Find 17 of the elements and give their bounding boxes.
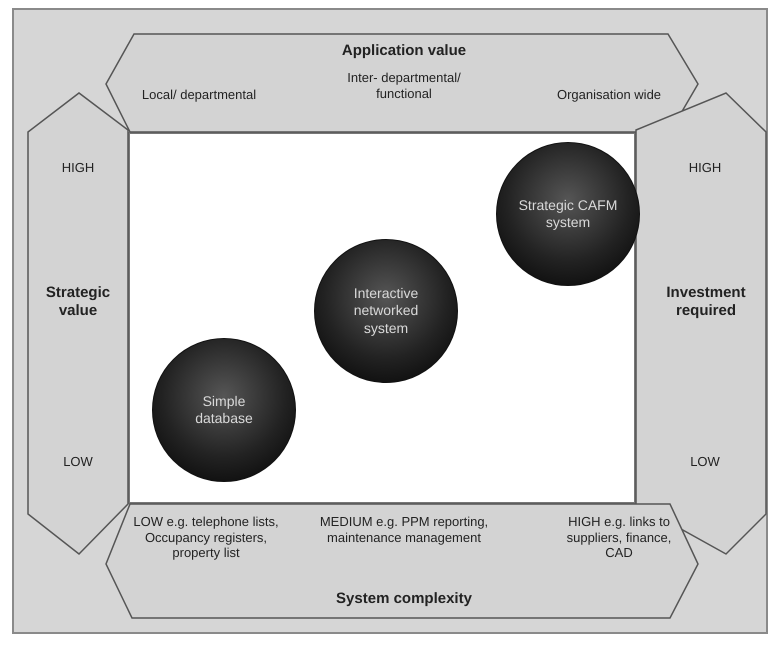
scale-label: HIGH [688,160,722,176]
category-label: Interactive networked system [352,284,420,338]
category-label: Strategic CAFM system [518,196,618,232]
scale-label: Local/ departmental [140,87,258,103]
axis-title: System complexity [335,590,473,608]
scale-label: Organisation wide [556,87,662,103]
axis-title: Strategic value [44,284,112,320]
scale-label: LOW [62,454,94,470]
scale-label: MEDIUM e.g. PPM reporting, maintenance management [318,514,490,546]
scale-label: LOW [689,454,721,470]
scale-label: LOW e.g. telephone lists, Occupancy registers, property list [132,514,280,561]
scale-label: Inter- departmental/ functional [346,70,462,102]
axis-title: Application value [340,42,468,60]
scale-label: HIGH e.g. links to suppliers, finance, CAD [566,514,672,561]
scale-label: HIGH [60,160,96,176]
category-label: Simple database [194,392,254,428]
axis-title: Investment required [665,284,747,320]
